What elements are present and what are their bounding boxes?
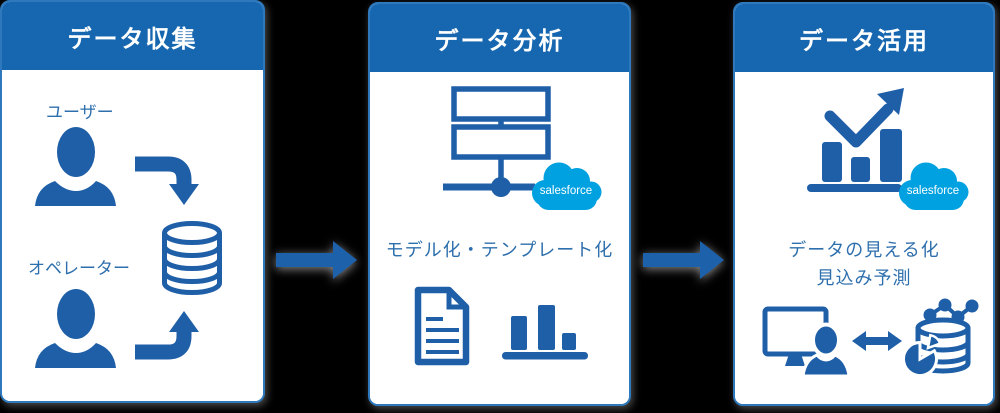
server-network-icon: [443, 86, 553, 201]
bar-chart-icon: [502, 302, 588, 360]
database-analytics-icon: [901, 298, 979, 378]
flow-arrow-analysis-to-utilization: [643, 240, 725, 280]
panel-data-utilization-title: データ活用: [735, 4, 993, 72]
salesforce-cloud-icon: salesforce: [895, 158, 969, 213]
utilization-caption-forecast: 見込み予測: [816, 268, 912, 288]
panel-data-utilization-body: salesforce データの見える化 見込み予測: [735, 72, 993, 404]
flow-arrow-collection-to-analysis: [276, 240, 358, 280]
panel-data-collection-body: ユーザー: [2, 70, 263, 401]
document-icon: [413, 286, 471, 366]
operator-person-icon: [32, 288, 118, 368]
panel-data-utilization: データ活用: [733, 2, 995, 406]
curved-arrow-up-icon: [135, 310, 205, 364]
salesforce-cloud-icon: salesforce: [528, 158, 602, 213]
database-cylinder-icon: [160, 220, 224, 298]
growth-chart-icon: [805, 86, 905, 194]
analysis-caption: モデル化・テンプレート化: [385, 240, 614, 260]
salesforce-logo-text: salesforce: [540, 185, 592, 197]
utilization-caption-visualization: データの見える化: [788, 240, 940, 260]
curved-arrow-down-icon: [135, 152, 205, 206]
monitor-user-icon: [762, 304, 854, 378]
user-person-icon: [32, 126, 118, 206]
panel-data-analysis-title: データ分析: [370, 4, 629, 72]
panel-data-analysis-body: salesforce モデル化・テンプレート化: [370, 72, 629, 404]
salesforce-logo-text: salesforce: [907, 185, 959, 197]
panel-data-analysis: データ分析: [368, 2, 631, 406]
operator-label: オペレーター: [28, 259, 130, 278]
panel-data-collection: データ収集 ユーザー: [0, 0, 265, 403]
user-label: ユーザー: [46, 103, 114, 122]
panel-data-collection-title: データ収集: [2, 2, 263, 70]
double-headed-arrow-icon: [852, 330, 902, 352]
